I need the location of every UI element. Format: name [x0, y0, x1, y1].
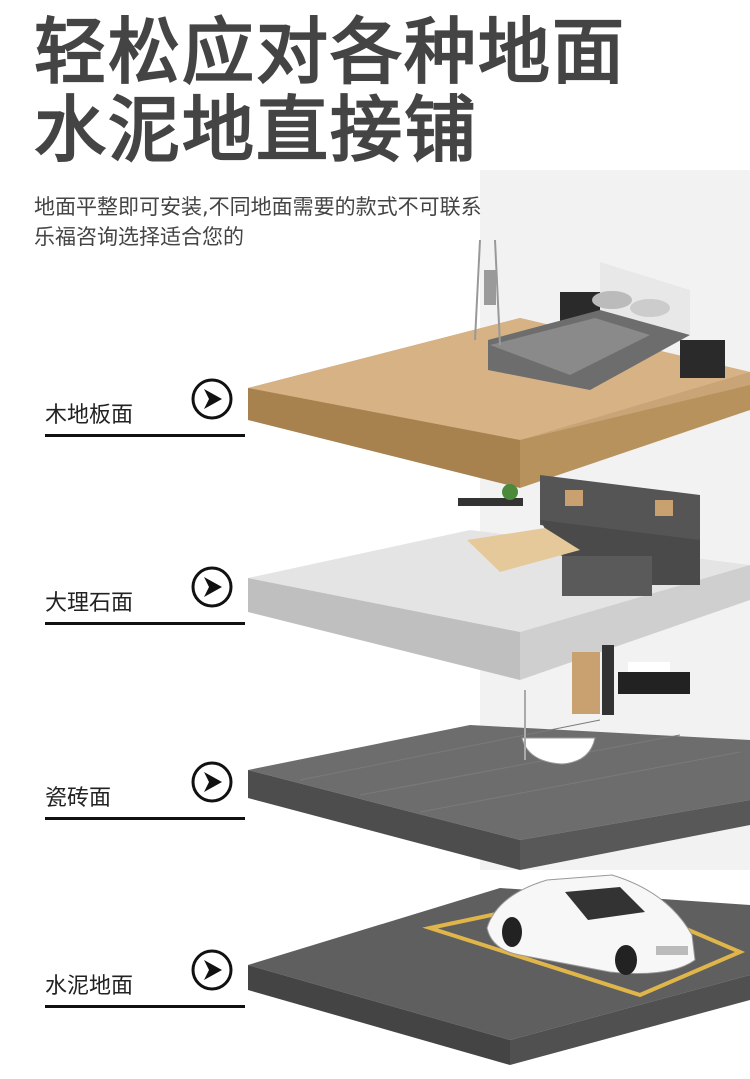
living-room-furniture	[458, 475, 700, 596]
label-underline	[45, 817, 245, 820]
subtitle-text: 地面平整即可安装,不同地面需要的款式不可联系乐福咨询选择适合您的	[34, 195, 482, 249]
label-text: 木地板面	[45, 403, 134, 428]
headline-line-2: 水泥地直接铺	[34, 88, 479, 172]
bedroom-furniture	[474, 239, 725, 390]
headline-line-1: 轻松应对各种地面	[34, 10, 627, 94]
arrow-right-circle-icon[interactable]	[190, 948, 234, 992]
label-text: 瓷砖面	[45, 786, 112, 811]
tile-floor-slab	[248, 719, 750, 870]
label-underline	[45, 1005, 245, 1008]
bathroom-furniture	[521, 645, 690, 765]
label-text: 水泥地面	[45, 974, 134, 999]
label-wood-floor: 木地板面	[45, 377, 245, 437]
label-underline	[45, 622, 245, 625]
label-cement-floor: 水泥地面	[45, 948, 245, 1008]
label-underline	[45, 434, 245, 437]
white-car	[486, 874, 696, 975]
label-text: 大理石面	[45, 591, 134, 616]
arrow-right-circle-icon[interactable]	[190, 377, 234, 421]
arrow-right-circle-icon[interactable]	[190, 760, 234, 804]
label-tile-floor: 瓷砖面	[45, 760, 245, 820]
arrow-right-circle-icon[interactable]	[190, 565, 234, 609]
label-marble-floor: 大理石面	[45, 565, 245, 625]
